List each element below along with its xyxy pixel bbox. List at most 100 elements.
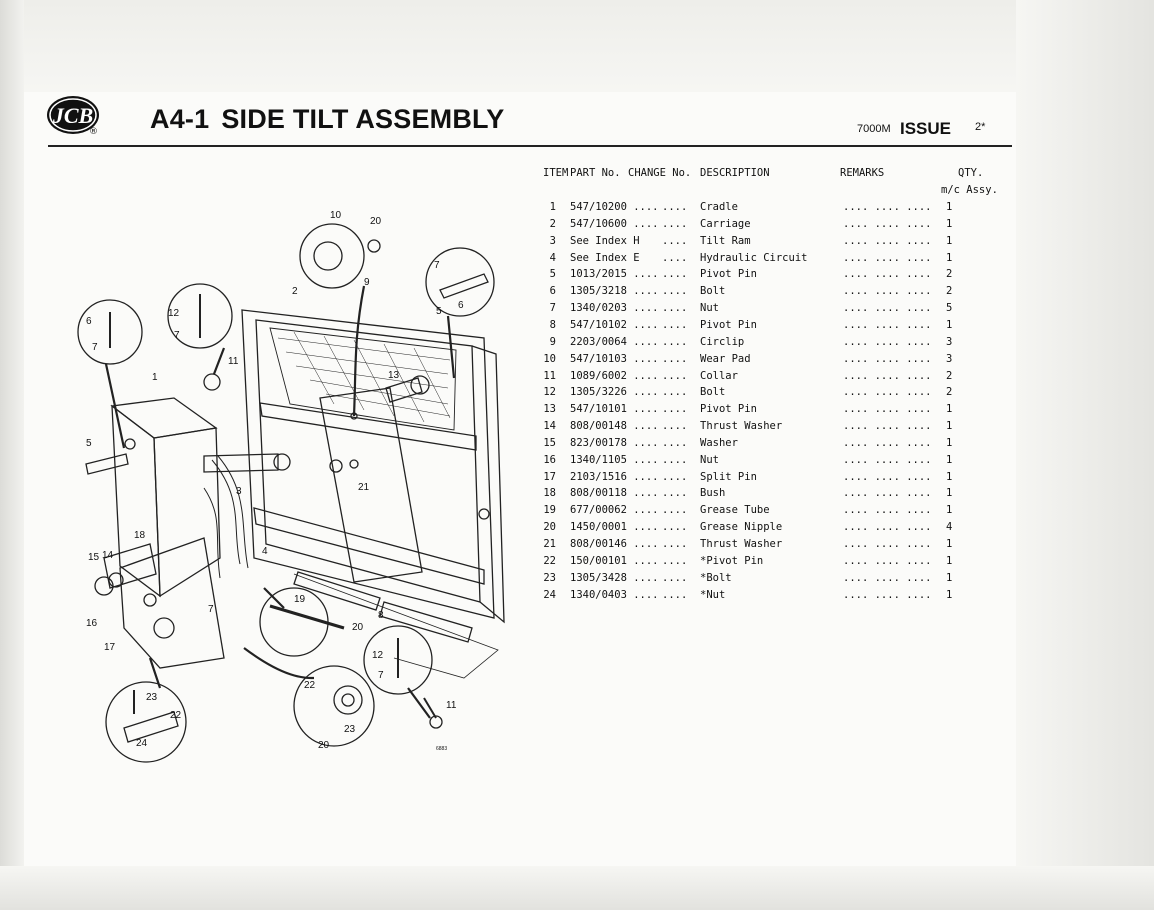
cell-change: .... [662, 318, 688, 331]
cell-change: .... [662, 352, 688, 365]
cell-change: .... [662, 335, 688, 348]
callout: 8 [378, 610, 384, 621]
cell-description: Wear Pad [700, 352, 751, 365]
section-number: A4-1 [150, 104, 210, 134]
cell-change: .... [662, 201, 688, 213]
plate-pivot-hole [329, 459, 343, 473]
cell-description: Nut [700, 453, 719, 466]
callout: 22 [170, 710, 182, 721]
cell-description: Carriage [700, 217, 751, 230]
callout: 7 [92, 342, 98, 353]
cell-qty: 1 [946, 588, 953, 601]
cradle-bracket [119, 537, 225, 669]
cell-part: 2203/0064 .... [570, 335, 659, 348]
cell-item: 18 [543, 487, 556, 500]
cell-change: .... [662, 436, 688, 449]
detail-circle-6-7 [77, 299, 143, 365]
detail-circle-10 [299, 223, 365, 289]
scan-shadow-bottom [0, 866, 1154, 910]
grease-tube [269, 604, 345, 630]
cell-qty: 1 [946, 453, 953, 466]
cell-remarks: .... .... .... [843, 335, 932, 348]
registered-mark: ® [89, 127, 98, 137]
cell-description: Pivot Pin [700, 403, 757, 416]
cell-change: .... [662, 217, 688, 230]
detail-circle-5-6 [425, 247, 495, 317]
callout: 22 [304, 680, 316, 691]
document-sheet [24, 92, 1016, 866]
cell-description: Tilt Ram [700, 234, 751, 247]
cell-change: .... [662, 504, 688, 517]
pivot-pin-5 [85, 453, 129, 475]
cell-remarks: .... .... .... [843, 554, 932, 567]
col-header-qty: QTY. [958, 167, 984, 179]
pivot-pin-13 [385, 377, 423, 403]
tilt-ram [203, 453, 279, 473]
cell-change: .... [662, 268, 688, 281]
cell-item: 7 [549, 302, 556, 315]
cell-change: .... [662, 369, 688, 382]
cell-change: .... [662, 554, 688, 567]
cell-remarks: .... .... .... [843, 217, 932, 230]
cell-part: 1089/6002 .... [570, 369, 659, 382]
cell-qty: 4 [946, 521, 953, 534]
cell-change: .... [662, 285, 688, 298]
callout: 7 [208, 604, 214, 615]
cell-qty: 1 [946, 201, 953, 213]
cell-qty: 1 [946, 504, 953, 517]
cell-qty: 3 [946, 335, 953, 348]
callout: 20 [352, 622, 364, 633]
cell-description: Washer [700, 436, 738, 449]
cell-description: Pivot Pin [700, 318, 757, 331]
cell-part: See Index E [570, 251, 640, 264]
issue-label: ISSUE [900, 119, 952, 138]
cell-remarks: .... .... .... [843, 352, 932, 365]
cell-description: Nut [700, 302, 719, 315]
cell-qty: 2 [946, 285, 953, 298]
cell-description: Pivot Pin [700, 268, 757, 281]
scan-shadow-left [0, 0, 24, 910]
scan-shadow-right [1016, 0, 1154, 910]
header-rule [48, 145, 1012, 147]
cell-item: 15 [543, 436, 556, 449]
callout: 11 [446, 700, 457, 711]
cell-description: Hydraulic Circuit [700, 251, 808, 264]
cell-item: 13 [543, 403, 556, 416]
carriage-frame [241, 309, 495, 619]
scan-shadow-top [0, 0, 1154, 92]
cell-item: 23 [543, 571, 556, 584]
cradle-side [153, 427, 221, 598]
cell-remarks: .... .... .... [843, 386, 932, 399]
cell-qty: 1 [946, 571, 953, 584]
col-header-remarks: REMARKS [840, 167, 885, 179]
cell-remarks: .... .... .... [843, 403, 932, 416]
cell-remarks: .... .... .... [843, 453, 932, 466]
callout: 4 [262, 546, 268, 557]
cell-change: .... [662, 453, 688, 466]
cell-change: .... [662, 403, 688, 416]
cell-remarks: .... .... .... [843, 588, 932, 601]
cell-remarks: .... .... .... [843, 521, 932, 534]
cell-change: .... [662, 538, 688, 550]
col-header-part: PART No. [570, 167, 621, 179]
cell-part: 808/00146 .... [570, 538, 659, 550]
cell-qty: 2 [946, 369, 953, 382]
cell-remarks: .... .... .... [843, 268, 932, 281]
carriage-bottom-bar [253, 507, 485, 585]
cell-remarks: .... .... .... [843, 234, 932, 247]
cell-qty: 1 [946, 234, 953, 247]
cell-description: Thrust Washer [700, 538, 783, 550]
cell-item: 10 [543, 352, 556, 365]
col-header-change: CHANGE No. [628, 167, 692, 179]
cell-remarks: .... .... .... [843, 487, 932, 500]
cell-change: .... [662, 521, 688, 534]
callout: 6 [458, 300, 464, 311]
cell-remarks: .... .... .... [843, 201, 932, 213]
cell-qty: 5 [946, 302, 953, 315]
